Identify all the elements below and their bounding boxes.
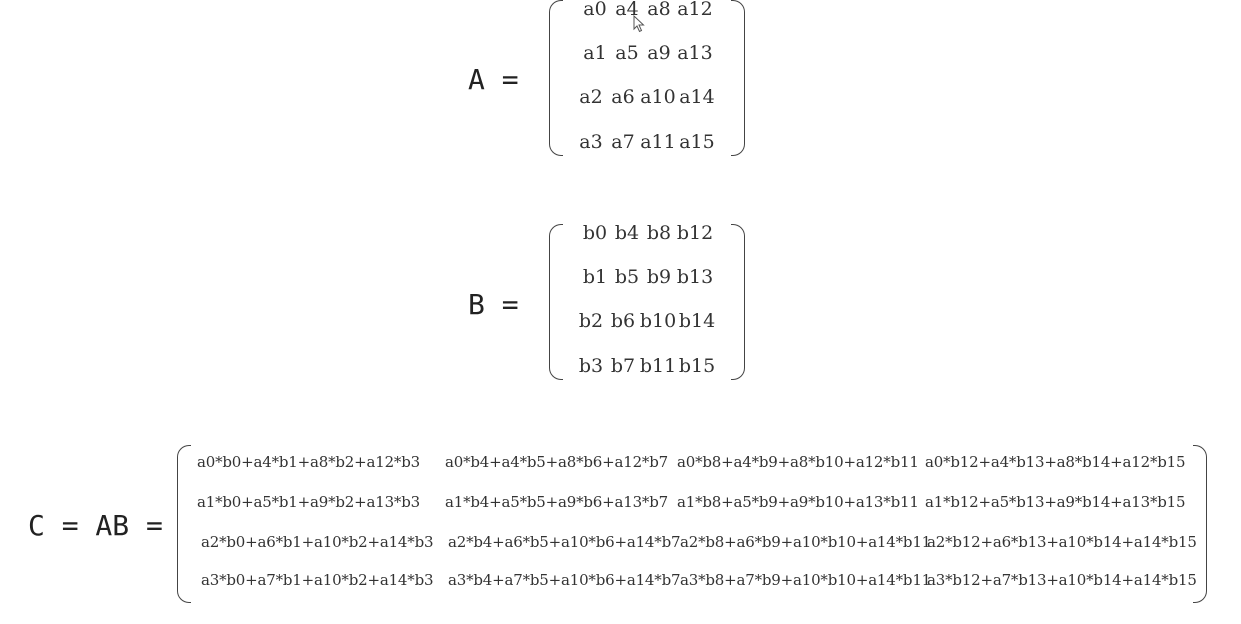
matrix-a-row: a1 a5 a9 a13 [549,42,745,64]
matrix-c-cell: a3*b12+a7*b13+a10*b14+a14*b15 [927,571,1197,589]
matrix-b-row: b3 b7 b11 b15 [549,355,745,377]
matrix-c-cell: a1*b12+a5*b13+a9*b14+a13*b15 [925,493,1186,511]
matrix-c-row: a3*b0+a7*b1+a10*b2+a14*b3 a3*b4+a7*b5+a1… [177,571,1207,589]
matrix-b-cells: b0 b4 b8 b12 b1 b5 b9 b13 b2 b6 b10 b14 … [549,222,745,380]
matrix-b-row: b0 b4 b8 b12 [549,222,745,244]
matrix-a-row: a3 a7 a11 a15 [549,131,745,153]
matrix-c-cell: a0*b0+a4*b1+a8*b2+a12*b3 [197,453,420,471]
matrix-b-cell: b10 [639,310,677,332]
matrix-a-cell: a1 [583,42,607,64]
matrix-a-cell: a7 [611,131,635,153]
matrix-b-cell: b6 [610,310,636,332]
matrix-a-row: a2 a6 a10 a14 [549,86,745,108]
matrix-c-cell: a3*b8+a7*b9+a10*b10+a14*b11 [680,571,932,589]
matrix-c-cell: a2*b12+a6*b13+a10*b14+a14*b15 [927,533,1197,551]
matrix-a-cell: a8 [647,0,671,20]
matrix-a-row: a0 a4 a8 a12 [549,0,745,20]
matrix-b-cell: b14 [678,310,716,332]
matrix-a-cell: a2 [579,86,603,108]
matrix-b-row: b2 b6 b10 b14 [549,310,745,332]
matrix-b-cell: b8 [646,222,672,244]
matrix-a-cell: a12 [677,0,713,20]
matrix-c-cell: a3*b0+a7*b1+a10*b2+a14*b3 [201,571,434,589]
matrix-a-cell: a13 [677,42,713,64]
matrix-c-cells: a0*b0+a4*b1+a8*b2+a12*b3 a0*b4+a4*b5+a8*… [177,445,1207,603]
matrix-a-cells: a0 a4 a8 a12 a1 a5 a9 a13 a2 a6 a10 a14 … [549,0,745,156]
matrix-a-cell: a9 [647,42,671,64]
matrix-b-cell: b15 [678,355,716,377]
matrix-a-cell: a10 [640,86,676,108]
matrix-b-cell: b3 [578,355,604,377]
matrix-b-cell: b13 [676,266,714,288]
matrix-c-cell: a0*b4+a4*b5+a8*b6+a12*b7 [445,453,668,471]
matrix-b-label: B = [468,288,519,321]
matrix-c-row: a2*b0+a6*b1+a10*b2+a14*b3 a2*b4+a6*b5+a1… [177,533,1207,551]
matrix-c-row: a0*b0+a4*b1+a8*b2+a12*b3 a0*b4+a4*b5+a8*… [177,453,1207,471]
matrix-b: b0 b4 b8 b12 b1 b5 b9 b13 b2 b6 b10 b14 … [549,222,745,380]
matrix-b-cell: b9 [646,266,672,288]
matrix-b-cell: b4 [614,222,640,244]
matrix-c-cell: a1*b4+a5*b5+a9*b6+a13*b7 [445,493,668,511]
matrix-c-cell: a1*b8+a5*b9+a9*b10+a13*b11 [677,493,919,511]
matrix-c: a0*b0+a4*b1+a8*b2+a12*b3 a0*b4+a4*b5+a8*… [177,445,1207,603]
matrix-c-row: a1*b0+a5*b1+a9*b2+a13*b3 a1*b4+a5*b5+a9*… [177,493,1207,511]
matrix-b-cell: b11 [639,355,677,377]
matrix-a: a0 a4 a8 a12 a1 a5 a9 a13 a2 a6 a10 a14 … [549,0,745,156]
matrix-b-cell: b7 [610,355,636,377]
matrix-b-cell: b0 [582,222,608,244]
matrix-b-cell: b2 [578,310,604,332]
matrix-c-cell: a2*b4+a6*b5+a10*b6+a14*b7 [448,533,681,551]
matrix-a-cell: a3 [579,131,603,153]
matrix-a-cell: a15 [679,131,715,153]
matrix-a-cell: a0 [583,0,607,20]
matrix-c-cell: a0*b12+a4*b13+a8*b14+a12*b15 [925,453,1186,471]
matrix-a-label: A = [468,63,519,96]
matrix-c-cell: a2*b8+a6*b9+a10*b10+a14*b11 [680,533,932,551]
matrix-b-cell: b12 [676,222,714,244]
mouse-pointer-icon [633,15,645,33]
matrix-a-cell: a14 [679,86,715,108]
matrix-c-cell: a3*b4+a7*b5+a10*b6+a14*b7 [448,571,681,589]
matrix-b-cell: b5 [614,266,640,288]
matrix-a-cell: a6 [611,86,635,108]
matrix-b-cell: b1 [582,266,608,288]
matrix-c-cell: a1*b0+a5*b1+a9*b2+a13*b3 [197,493,420,511]
matrix-c-cell: a2*b0+a6*b1+a10*b2+a14*b3 [201,533,434,551]
matrix-c-label: C = AB = [28,509,163,542]
matrix-a-cell: a5 [615,42,639,64]
matrix-a-cell: a4 [615,0,639,20]
matrix-b-row: b1 b5 b9 b13 [549,266,745,288]
matrix-a-cell: a11 [640,131,676,153]
matrix-c-cell: a0*b8+a4*b9+a8*b10+a12*b11 [677,453,919,471]
